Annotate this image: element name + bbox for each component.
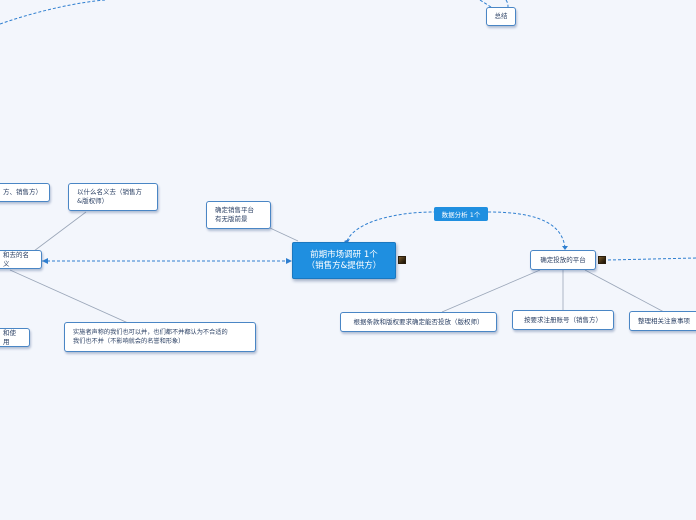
central-left-arrow-end <box>286 258 292 264</box>
summary-node[interactable]: 总结 <box>486 7 516 26</box>
dashed-connector-top-summary <box>479 0 493 9</box>
relation-arrow-left <box>344 239 350 244</box>
dashed-relation-curve <box>346 211 566 249</box>
delivery-by-terms-node[interactable]: 根据条款和版权要求确定能否投放（版权师） <box>340 312 497 332</box>
connector-delivery-to-terms <box>441 269 541 313</box>
note-icon[interactable] <box>598 256 606 264</box>
register-account-node[interactable]: 按要求注册账号（销售方） <box>512 310 614 330</box>
central-topic[interactable]: 前期市场调研 1个 （销售方&提供方） <box>292 242 396 279</box>
organize-notes-node[interactable]: 整理相关注意事项 <box>629 311 696 331</box>
confirm-sales-platform-node[interactable]: 确定销售平台 有无版前景 <box>206 201 271 229</box>
left-partial-name-node[interactable]: 和去的名义 <box>0 250 42 269</box>
note-icon[interactable] <box>398 256 406 264</box>
relation-arrow-right <box>562 246 568 250</box>
confirm-delivery-platform-node[interactable]: 确定投放的平台 <box>530 250 596 270</box>
fake-warning-node[interactable]: 实施者声称的我们也可以并，也们都不并都认为不合适的 我们也不并（不影响就会的名誉… <box>64 322 256 352</box>
connector-left-to-warning <box>9 269 129 324</box>
dashed-connector-right-offscreen <box>607 257 696 261</box>
dashed-connector-top-left <box>0 0 106 25</box>
connector-central-to-sales-platform <box>269 227 299 242</box>
what-name-node[interactable]: 以什么名义去（销售方 &版权师） <box>68 183 158 211</box>
left-partial-top-node[interactable]: 方、销售方） <box>0 183 50 202</box>
central-left-arrow-start <box>42 258 48 264</box>
dashed-connector-summary-right <box>505 0 509 8</box>
relation-label[interactable]: 数据分析 1个 <box>434 207 488 221</box>
left-partial-use-node[interactable]: 和使用 <box>0 328 30 347</box>
connector-delivery-to-notes <box>584 269 665 313</box>
connector-left-to-what-name <box>29 211 87 255</box>
